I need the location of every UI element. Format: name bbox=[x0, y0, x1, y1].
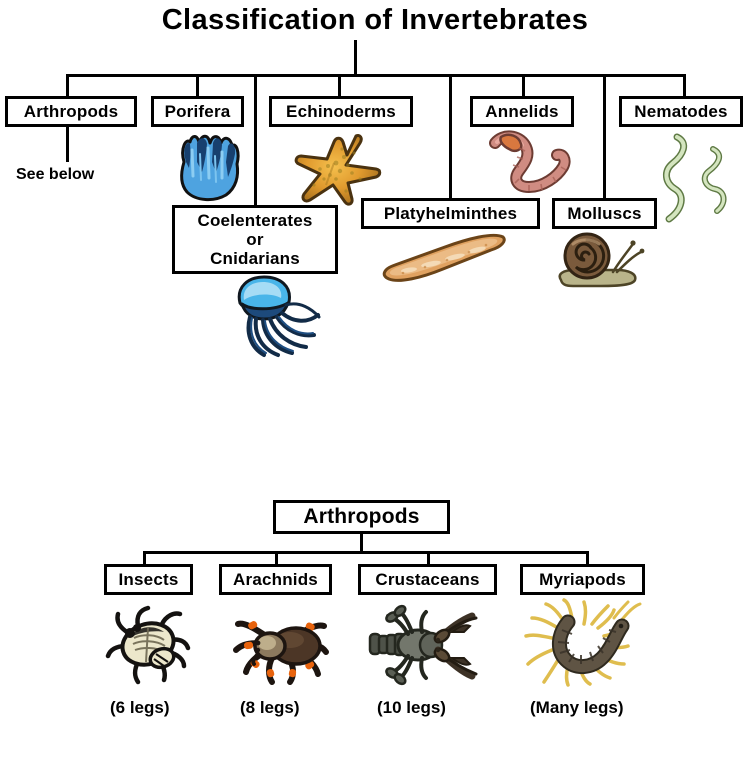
node-arachnids[interactable]: Arachnids bbox=[219, 564, 332, 595]
connector-drop-nematodes bbox=[683, 74, 686, 99]
legs-text-insects: (6 legs) bbox=[110, 698, 170, 717]
earthworm-illustration bbox=[485, 130, 581, 193]
node-arthropods[interactable]: Arthropods bbox=[5, 96, 137, 127]
legs-caption-crustaceans: (10 legs) bbox=[377, 698, 446, 718]
jellyfish-illustration bbox=[222, 275, 340, 362]
connector-drop-platyhelminthes bbox=[449, 74, 452, 198]
tarantula-illustration bbox=[230, 602, 334, 686]
connector-drop-arthropods bbox=[66, 74, 69, 99]
node-nematodes-label: Nematodes bbox=[634, 101, 728, 121]
node-echinoderms-label: Echinoderms bbox=[286, 101, 396, 121]
node-porifera-label: Porifera bbox=[164, 101, 231, 121]
node-porifera[interactable]: Porifera bbox=[151, 96, 244, 127]
node-nematodes[interactable]: Nematodes bbox=[619, 96, 743, 127]
node-arachnids-label: Arachnids bbox=[233, 569, 318, 589]
snail-illustration bbox=[553, 230, 651, 288]
node-crustaceans[interactable]: Crustaceans bbox=[358, 564, 497, 595]
connector-arthropods-root-stem bbox=[360, 533, 363, 553]
node-crustaceans-label: Crustaceans bbox=[375, 569, 480, 589]
node-annelids-label: Annelids bbox=[485, 101, 559, 121]
starfish-illustration bbox=[290, 133, 384, 206]
node-coelenterates[interactable]: Coelenterates or Cnidarians bbox=[172, 205, 338, 274]
connector-main-bus bbox=[66, 74, 686, 77]
legs-text-myriapods: (Many legs) bbox=[530, 698, 624, 717]
node-platyhelminthes-label: Platyhelminthes bbox=[383, 203, 518, 223]
node-platyhelminthes[interactable]: Platyhelminthes bbox=[361, 198, 540, 229]
node-molluscs-label: Molluscs bbox=[567, 203, 642, 223]
flatworm-illustration bbox=[381, 231, 509, 287]
crayfish-illustration bbox=[368, 602, 480, 688]
connector-root-stem bbox=[354, 40, 357, 76]
node-coelenterates-label-line2: or bbox=[246, 229, 264, 249]
node-molluscs[interactable]: Molluscs bbox=[552, 198, 657, 229]
arthropods-see-below-text: See below bbox=[16, 166, 95, 183]
roundworm-illustration bbox=[655, 133, 735, 223]
connector-drop-coelenterates bbox=[254, 74, 257, 205]
connector-drop-arachnids bbox=[275, 551, 278, 566]
legs-caption-insects: (6 legs) bbox=[110, 698, 170, 718]
node-annelids[interactable]: Annelids bbox=[470, 96, 574, 127]
connector-drop-insects bbox=[143, 551, 146, 566]
connector-drop-porifera bbox=[196, 74, 199, 99]
node-myriapods[interactable]: Myriapods bbox=[520, 564, 645, 595]
connector-drop-echinoderms bbox=[338, 74, 341, 99]
node-coelenterates-label-line3: Cnidarians bbox=[210, 249, 300, 269]
node-arthropods-root[interactable]: Arthropods bbox=[273, 500, 450, 534]
page-title: Classification of Invertebrates bbox=[161, 4, 589, 36]
node-arthropods-label: Arthropods bbox=[23, 101, 119, 121]
connector-drop-myriapods bbox=[586, 551, 589, 566]
node-echinoderms[interactable]: Echinoderms bbox=[269, 96, 413, 127]
centipede-illustration bbox=[524, 598, 644, 687]
connector-arthropods-see-below bbox=[66, 126, 69, 162]
sponge-illustration bbox=[176, 132, 244, 202]
legs-text-arachnids: (8 legs) bbox=[240, 698, 300, 717]
beetle-illustration bbox=[104, 604, 196, 685]
legs-text-crustaceans: (10 legs) bbox=[377, 698, 446, 717]
arthropods-see-below-note: See below bbox=[16, 166, 94, 184]
connector-drop-annelids bbox=[522, 74, 525, 99]
node-insects-label: Insects bbox=[118, 569, 179, 589]
node-coelenterates-label-line1: Coelenterates bbox=[197, 210, 313, 230]
node-myriapods-label: Myriapods bbox=[539, 569, 626, 589]
connector-drop-crustaceans bbox=[427, 551, 430, 566]
connector-drop-molluscs bbox=[603, 74, 606, 198]
connector-bottom-bus bbox=[143, 551, 589, 554]
node-arthropods-root-label: Arthropods bbox=[303, 505, 420, 529]
node-insects[interactable]: Insects bbox=[104, 564, 193, 595]
legs-caption-myriapods: (Many legs) bbox=[530, 698, 624, 718]
legs-caption-arachnids: (8 legs) bbox=[240, 698, 300, 718]
